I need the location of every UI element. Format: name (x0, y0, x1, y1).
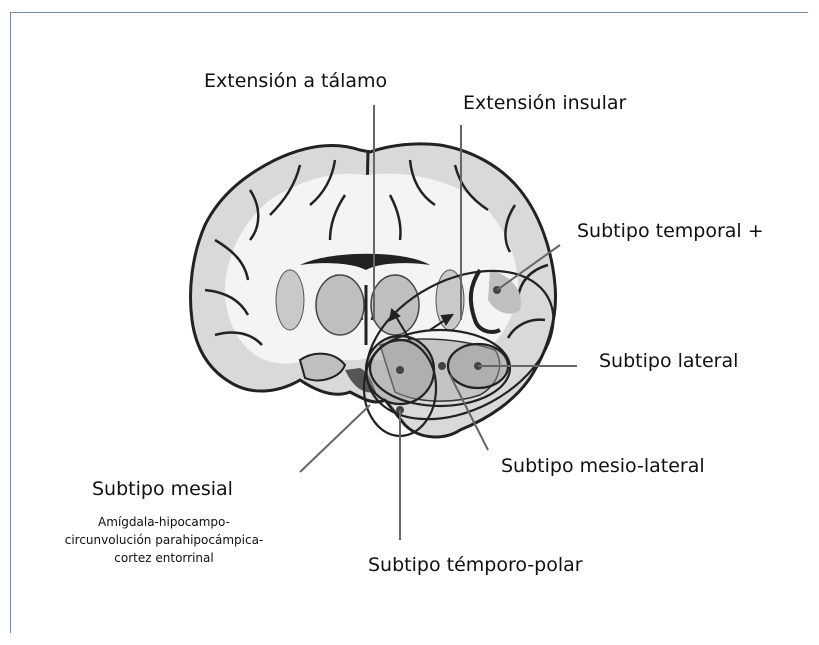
label-mesial-subtype: Subtipo mesial (92, 480, 233, 499)
mesial-description-line: circunvolución parahipocámpica- (49, 531, 279, 549)
mesial-description: Amígdala-hipocampo- circunvolución parah… (49, 513, 279, 567)
label-temporal-plus-subtype: Subtipo temporal + (577, 222, 764, 241)
right-thalamus (371, 275, 419, 335)
label-insular-extension: Extensión insular (463, 94, 626, 113)
label-lateral-subtype: Subtipo lateral (599, 352, 738, 371)
left-thalamus (316, 275, 364, 335)
mesial-description-line: Amígdala-hipocampo- (49, 513, 279, 531)
mesial-description-line: cortez entorrinal (49, 549, 279, 567)
left-putamen (276, 270, 304, 330)
label-thalamus-extension: Extensión a tálamo (204, 72, 387, 91)
label-temporo-polar-subtype: Subtipo témporo-polar (368, 556, 583, 575)
label-mesio-lateral-subtype: Subtipo mesio-lateral (501, 457, 705, 476)
